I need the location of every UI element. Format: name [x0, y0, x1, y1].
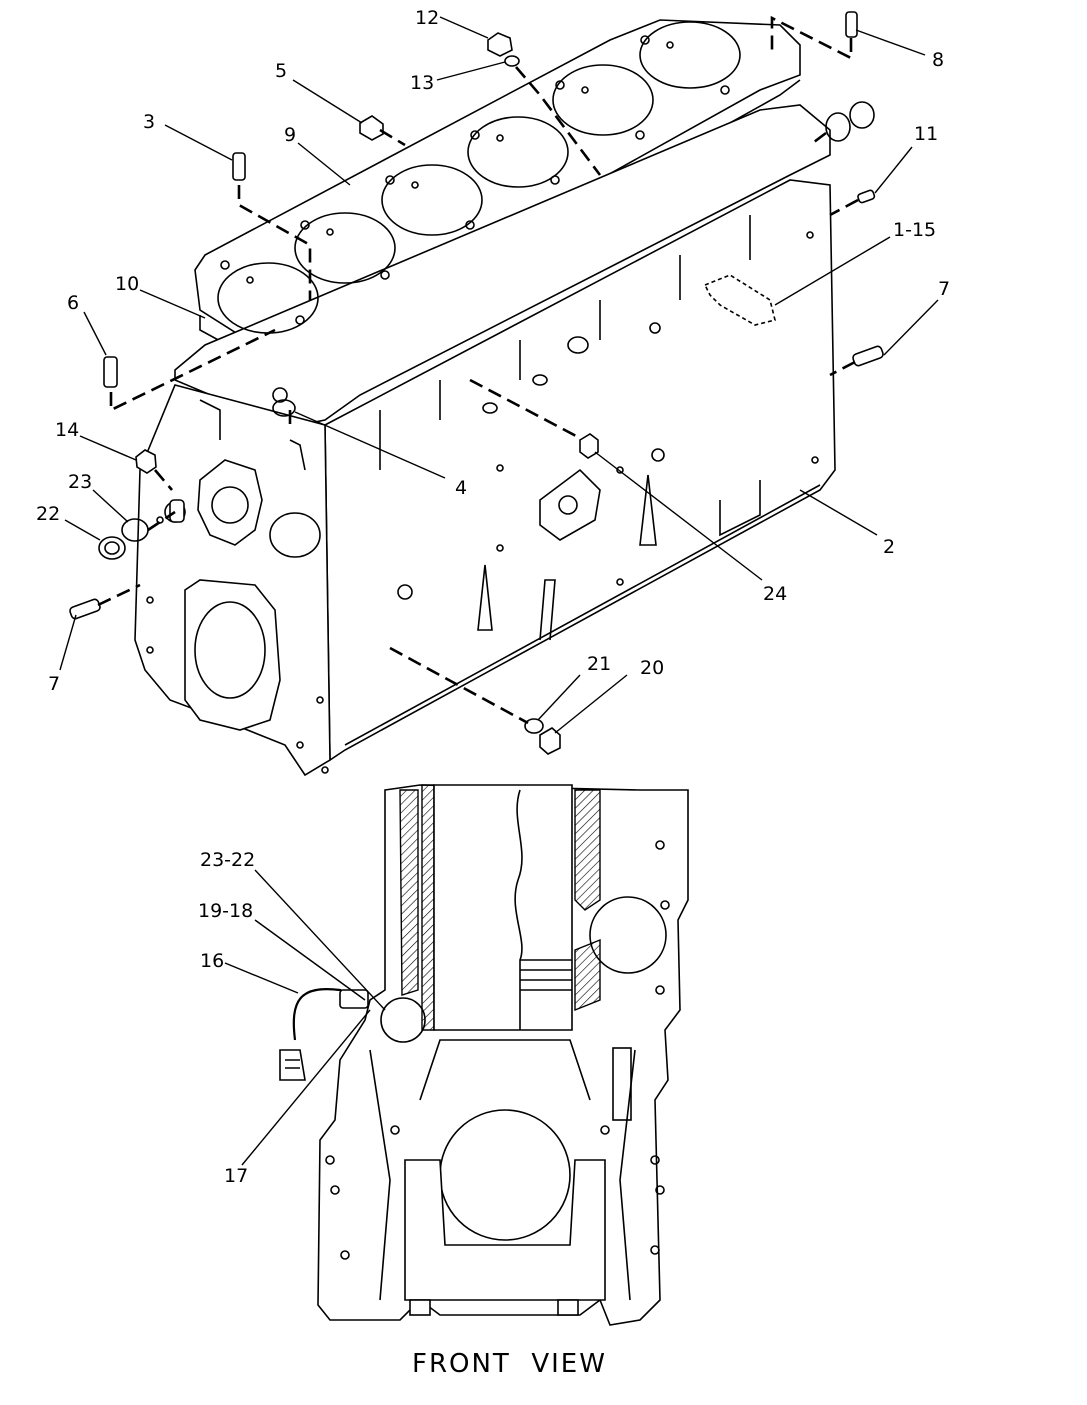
liner-left-inner [421, 784, 435, 1031]
callout-13: 13 [410, 72, 434, 94]
plug-12 [487, 32, 513, 57]
dowel-7a [69, 598, 101, 620]
leader-lines [59, 16, 939, 734]
callout-4: 4 [455, 477, 467, 499]
cam-bore [589, 896, 667, 974]
block-side-details [344, 215, 821, 746]
callout-21: 21 [587, 653, 611, 675]
callout-6: 6 [67, 292, 79, 314]
dowel-11 [857, 189, 876, 204]
plug-14 [135, 449, 157, 474]
cylinder-bores [217, 21, 741, 334]
cylinder-block-isometric [59, 11, 939, 777]
main-bearing-cap [404, 1159, 606, 1301]
plug-5 [359, 115, 384, 141]
seal-4 [272, 399, 296, 417]
front-view-leaders [224, 869, 386, 1166]
callout-24: 24 [763, 583, 787, 605]
cap-22 [98, 536, 126, 560]
callout-7-left: 7 [48, 673, 60, 695]
callout-2: 2 [883, 536, 895, 558]
callout-23: 23 [68, 471, 92, 493]
cap-right-top [849, 101, 875, 129]
gasket-holes [220, 35, 730, 325]
loose-parts [69, 11, 884, 755]
dowel-7b [852, 345, 884, 367]
callout-5: 5 [275, 60, 287, 82]
callout-9: 9 [284, 124, 296, 146]
callout-7-right: 7 [938, 278, 950, 300]
assembly-lines [97, 15, 859, 725]
callout-1-15: 1-15 [893, 219, 936, 241]
front-view-section [224, 784, 689, 1326]
cylinder-liner [433, 784, 573, 1031]
liner-break [514, 789, 523, 1030]
liner-right-section [574, 789, 601, 911]
dowel-6 [103, 356, 118, 388]
callout-16: 16 [200, 950, 224, 972]
callout-17: 17 [224, 1165, 248, 1187]
callout-8: 8 [932, 49, 944, 71]
dowel-8 [845, 11, 858, 38]
callout-11: 11 [914, 123, 938, 145]
plug-24 [579, 433, 599, 459]
seal-13 [504, 55, 520, 67]
liner-left-section [399, 789, 419, 996]
front-view-caption: FRONT VIEW [412, 1349, 607, 1379]
callout-20: 20 [640, 657, 664, 679]
front-view-holes [325, 840, 670, 1260]
callout-14: 14 [55, 419, 79, 441]
plug-20 [539, 727, 561, 755]
seal-21 [524, 718, 544, 734]
callout-12: 12 [415, 7, 439, 29]
oil-gallery [380, 997, 426, 1043]
sensor-harness [279, 988, 369, 1081]
seal-right-top [825, 112, 851, 142]
callout-22: 22 [36, 503, 60, 525]
dowel-3 [232, 152, 246, 181]
callout-23-22: 23-22 [200, 849, 255, 871]
callout-labels: 12 8 13 5 3 9 11 1-15 10 6 7 14 4 23 22 … [36, 7, 950, 1187]
callout-19-18: 19-18 [198, 900, 253, 922]
block-front-details [146, 387, 329, 774]
block-front-face [134, 384, 331, 777]
callout-10: 10 [115, 273, 139, 295]
callout-3: 3 [143, 111, 155, 133]
